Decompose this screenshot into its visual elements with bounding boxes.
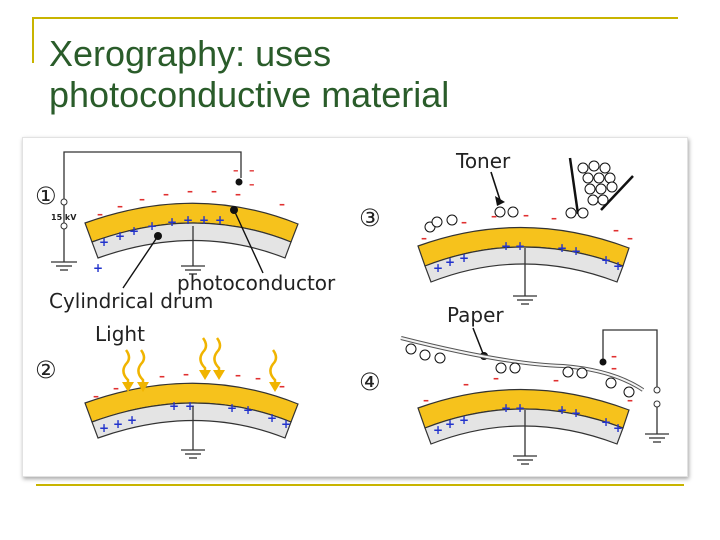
- svg-text:+++++++++: +++++++++: [433, 239, 623, 275]
- toner-on-paper: [405, 343, 635, 398]
- panel-1: ① 15 kV – – – –––––––– +++++++++: [35, 151, 336, 313]
- toner-particles: [424, 160, 618, 233]
- svg-text:–––––––: –––––––: [423, 349, 633, 407]
- toner-hopper: [568, 157, 580, 215]
- title-line-1: Xerography: uses: [49, 33, 332, 74]
- paper-pointer: [472, 327, 485, 357]
- left-rule: [32, 17, 34, 63]
- svg-text:+++++++++: +++++++++: [99, 399, 291, 435]
- bottom-rule: [36, 484, 684, 486]
- drum-pointer: [122, 235, 159, 289]
- positive-charges: +++++++++: [93, 213, 225, 275]
- panel-2: ② Light ––––––– +++++++++: [35, 322, 299, 459]
- step-number-1: ①: [35, 182, 57, 210]
- svg-text:–: –: [233, 164, 239, 177]
- slide-title: Xerography: uses photoconductive materia…: [49, 33, 689, 115]
- terminal: [60, 222, 68, 230]
- xerography-diagram: ① 15 kV – – – –––––––– +++++++++: [22, 137, 688, 477]
- title-line-2: photoconductive material: [49, 74, 450, 115]
- svg-text:–––––––: –––––––: [421, 208, 633, 245]
- diagram-svg: ① 15 kV – – – –––––––– +++++++++: [35, 149, 669, 465]
- panel-3: ③ Toner ––––––– +++++++++: [359, 149, 634, 305]
- light-rays: [122, 337, 278, 384]
- svg-text:–: –: [249, 178, 255, 191]
- svg-text:–: –: [249, 164, 255, 177]
- panel-4: ④ Paper ––––––– +++++++++: [359, 303, 669, 465]
- paper-label: Paper: [447, 303, 504, 327]
- voltage-label: 15 kV: [51, 213, 77, 222]
- corona-wire: [235, 178, 243, 186]
- top-rule: [32, 17, 678, 19]
- toner-label: Toner: [455, 149, 511, 173]
- step-number-3: ③: [359, 204, 381, 232]
- drum-label: Cylindrical drum: [49, 289, 213, 313]
- photoconductor-pointer: [233, 209, 264, 274]
- svg-text:–––––––: –––––––: [93, 367, 285, 403]
- photoconductor-label: photoconductor: [177, 271, 336, 295]
- light-label: Light: [95, 322, 145, 346]
- svg-text:+++++++++: +++++++++: [433, 401, 623, 437]
- negative-charges: ––––––––: [97, 184, 285, 221]
- toner-pointer: [490, 171, 501, 201]
- terminal: [60, 198, 68, 206]
- high-voltage-wire: [63, 151, 242, 223]
- drum-body: [91, 222, 292, 259]
- step-number-2: ②: [35, 356, 57, 384]
- step-number-4: ④: [359, 368, 381, 396]
